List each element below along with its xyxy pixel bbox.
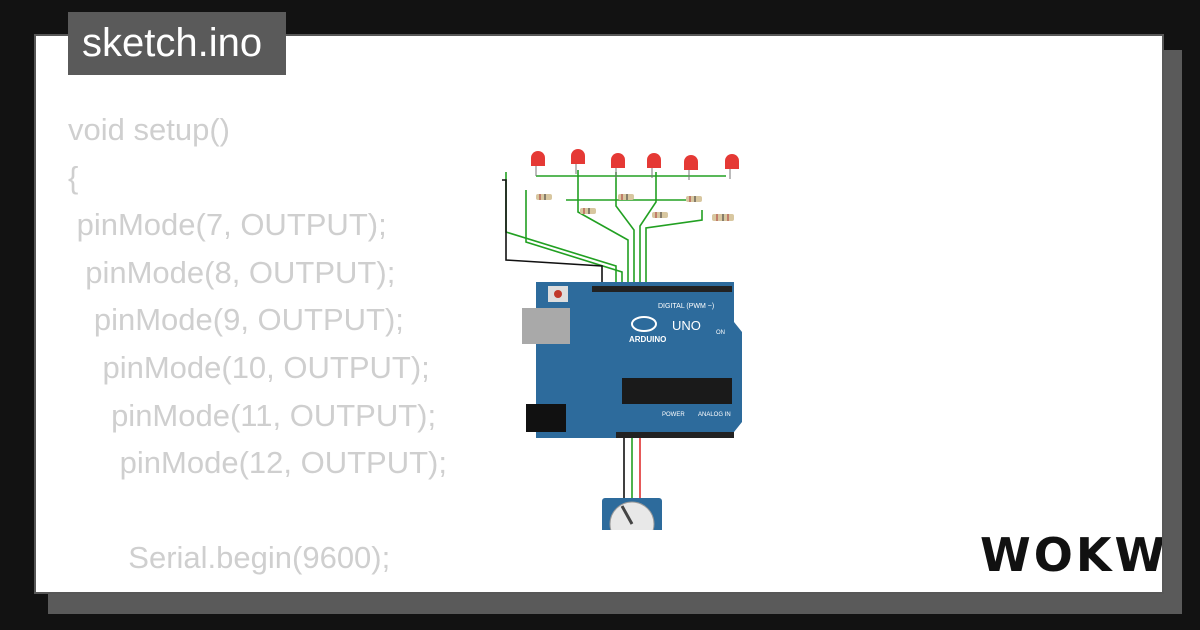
potentiometer[interactable]	[602, 498, 662, 530]
code-line	[68, 487, 447, 535]
wokwi-logo: WOKWi	[980, 528, 1164, 582]
code-preview: void setup() { pinMode(7, OUTPUT); pinMo…	[68, 106, 447, 592]
code-line: {	[68, 159, 79, 195]
preview-card: void setup() { pinMode(7, OUTPUT); pinMo…	[34, 34, 1164, 594]
led[interactable]	[531, 151, 545, 176]
code-line: Serial.begin(9600);	[68, 540, 391, 576]
model-label: UNO	[672, 318, 701, 333]
led[interactable]	[611, 153, 625, 178]
code-line: pinMode(8, OUTPUT);	[68, 254, 396, 290]
brand-label: ARDUINO	[629, 335, 666, 344]
led-row	[531, 149, 739, 180]
microcontroller-chip	[622, 378, 732, 404]
power-analog-header	[616, 432, 734, 438]
led[interactable]	[571, 149, 585, 174]
code-line: }	[68, 582, 447, 592]
code-line: pinMode(9, OUTPUT);	[68, 302, 404, 338]
resistor[interactable]	[712, 214, 734, 221]
resistor[interactable]	[686, 196, 702, 202]
circuit-diagram: DIGITAL (PWM ~) ARDUINO UNO ON POWER ANA…	[502, 149, 742, 530]
arduino-board[interactable]: DIGITAL (PWM ~) ARDUINO UNO ON POWER ANA…	[522, 282, 742, 438]
led[interactable]	[725, 154, 739, 179]
analog-label: ANALOG IN	[698, 412, 731, 418]
led[interactable]	[647, 153, 661, 178]
code-line: void setup()	[68, 112, 230, 147]
code-line: pinMode(12, OUTPUT);	[68, 445, 447, 481]
power-label: POWER	[662, 412, 685, 418]
on-label: ON	[716, 330, 725, 336]
tab-sketch-ino[interactable]: sketch.ino	[68, 12, 286, 75]
digital-label: DIGITAL (PWM ~)	[658, 303, 714, 310]
code-line: pinMode(7, OUTPUT);	[68, 207, 387, 243]
resistor[interactable]	[652, 212, 668, 218]
code-line: pinMode(10, OUTPUT);	[68, 349, 430, 385]
resistor[interactable]	[580, 208, 596, 214]
resistor[interactable]	[536, 194, 552, 200]
resistor[interactable]	[618, 194, 634, 200]
resistors	[536, 194, 734, 221]
digital-header	[592, 286, 732, 292]
led[interactable]	[684, 155, 698, 180]
usb-port	[522, 308, 570, 344]
arduino-logo-icon	[631, 316, 657, 332]
code-line: pinMode(11, OUTPUT);	[68, 397, 437, 433]
power-jack	[526, 404, 566, 432]
wires	[502, 170, 726, 506]
